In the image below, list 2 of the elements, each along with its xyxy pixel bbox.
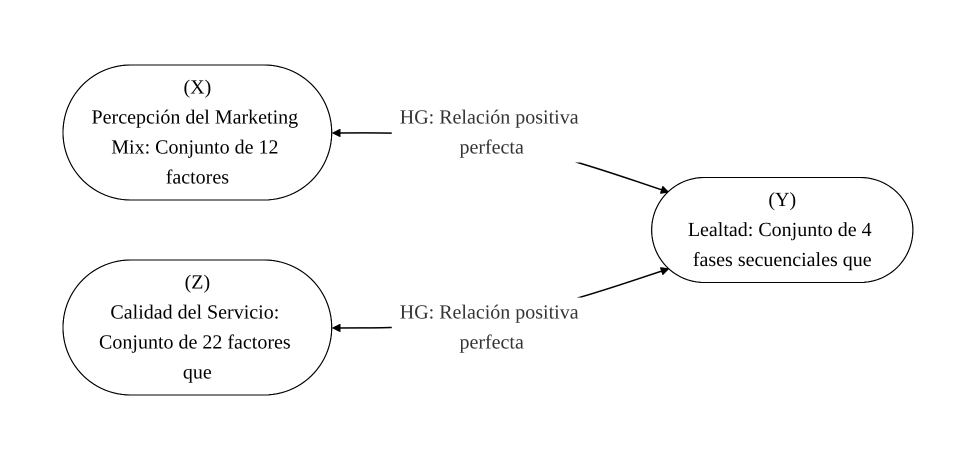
- edge-label: HG: Relación positiva perfecta: [400, 106, 579, 158]
- edge-label: HG: Relación positiva perfecta: [400, 300, 579, 353]
